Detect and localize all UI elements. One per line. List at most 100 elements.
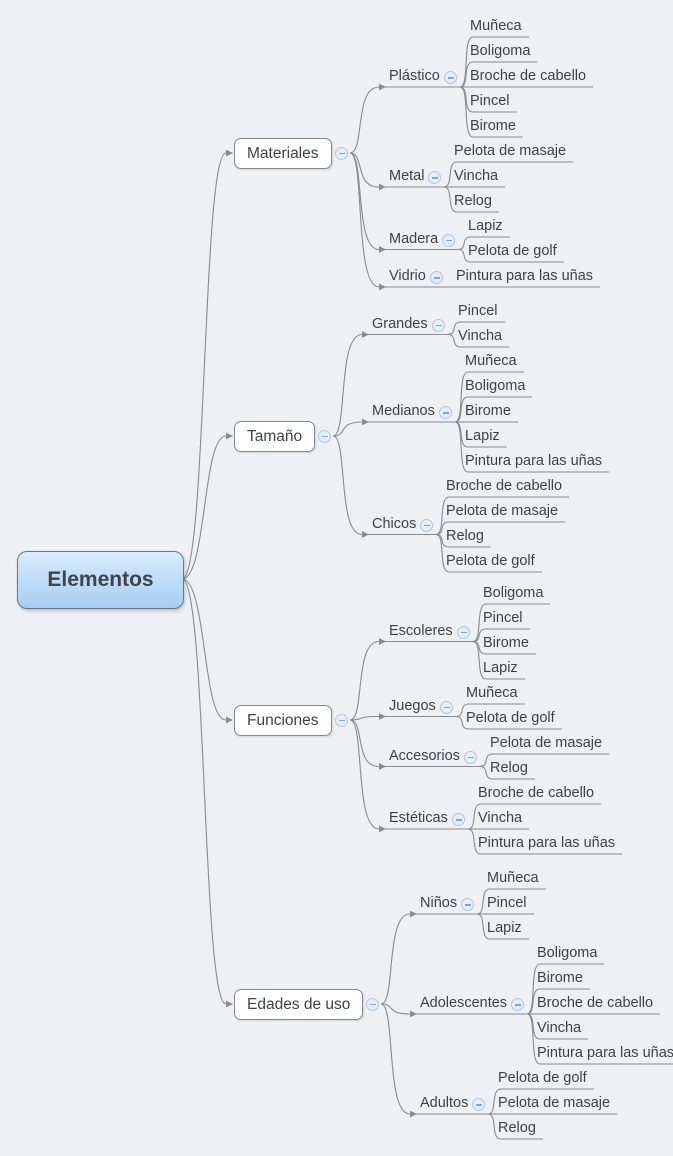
collapse-minus-icon[interactable]: [442, 233, 455, 247]
minus-glyph: [433, 277, 440, 279]
leaf-topic-pelota-de-masaje[interactable]: Pelota de masaje: [490, 735, 603, 751]
collapse-minus-icon[interactable]: [461, 898, 474, 911]
leaf-topic-broche-de-cabello[interactable]: Broche de cabello: [470, 68, 587, 84]
connector: [472, 640, 525, 680]
connector: [447, 321, 505, 336]
collapse-minus-icon[interactable]: [511, 998, 524, 1011]
connector: [349, 715, 380, 721]
subtopic-esteticas[interactable]: Estéticas: [389, 810, 448, 826]
connector: [526, 963, 604, 1015]
leaf-topic-birome[interactable]: Birome: [537, 970, 583, 986]
leaf-topic-pelota-de-golf[interactable]: Pelota de golf: [468, 243, 557, 259]
leaf-topic-broche-de-cabello[interactable]: Broche de cabello: [446, 478, 563, 494]
collapse-minus-icon[interactable]: [439, 406, 452, 419]
minus-glyph: [423, 524, 430, 526]
subtopic-adultos[interactable]: Adultos: [420, 1095, 469, 1111]
leaf-topic-muneca[interactable]: Muñeca: [466, 685, 518, 701]
leaf-topic-muneca[interactable]: Muñeca: [470, 18, 522, 34]
subtopic-chicos[interactable]: Chicos: [372, 515, 417, 532]
leaf-topic-birome[interactable]: Birome: [470, 118, 516, 134]
subtopic-accesorios[interactable]: Accesorios: [389, 747, 460, 764]
leaf-topic-boligoma[interactable]: Boligoma: [537, 945, 598, 961]
leaf-topic-pelota-de-golf[interactable]: Pelota de golf: [466, 710, 555, 726]
connector: [380, 913, 411, 1005]
leaf-topic-pincel[interactable]: Pincel: [487, 895, 527, 911]
leaf-topic-pelota-de-masaje[interactable]: Pelota de masaje: [498, 1095, 611, 1111]
subtopic-medianos[interactable]: Medianos: [372, 403, 435, 419]
minus-glyph: [447, 77, 454, 79]
leaf-topic-vincha[interactable]: Vincha: [454, 168, 499, 184]
leaf-topic-pintura-para-las-unas[interactable]: Pintura para las uñas: [478, 835, 616, 851]
leaf-topic-pintura-para-las-unas[interactable]: Pintura para las uñas: [456, 268, 594, 284]
connector: [454, 396, 532, 423]
subtopic-ninos[interactable]: Niños: [420, 895, 458, 911]
collapse-minus-icon[interactable]: [464, 750, 477, 764]
collapse-minus-icon[interactable]: [335, 146, 348, 160]
minus-glyph: [369, 1003, 376, 1005]
leaf-topic-muneca[interactable]: Muñeca: [487, 870, 539, 886]
root-topic-elementos[interactable]: Elementos: [17, 551, 184, 609]
leaf-topic-lapiz[interactable]: Lapiz: [468, 218, 503, 234]
leaf-topic-relog[interactable]: Relog: [498, 1120, 536, 1136]
leaf-topic-vincha[interactable]: Vincha: [458, 328, 503, 344]
connector: [332, 333, 363, 437]
connector: [454, 421, 609, 473]
leaf-topic-boligoma[interactable]: Boligoma: [465, 378, 526, 394]
connector: [435, 521, 565, 536]
leaf-topic-muneca[interactable]: Muñeca: [465, 353, 517, 369]
leaf-topic-relog[interactable]: Relog: [490, 760, 528, 776]
leaf-topic-lapiz[interactable]: Lapiz: [487, 920, 522, 936]
leaf-topic-lapiz[interactable]: Lapiz: [483, 660, 518, 676]
subtopic-plastico[interactable]: Plástico: [389, 68, 440, 84]
connector: [380, 1003, 411, 1115]
leaf-topic-boligoma[interactable]: Boligoma: [483, 585, 544, 601]
collapse-minus-icon[interactable]: [472, 1098, 485, 1111]
leaf-topic-pelota-de-masaje[interactable]: Pelota de masaje: [454, 143, 567, 159]
leaf-topic-vincha[interactable]: Vincha: [478, 810, 523, 826]
subtopic-grandes[interactable]: Grandes: [372, 315, 428, 332]
main-topic-funciones[interactable]: Funciones: [234, 704, 332, 736]
leaf-topic-boligoma[interactable]: Boligoma: [470, 43, 531, 59]
subtopic-vidrio[interactable]: Vidrio: [389, 268, 426, 284]
subtopic-escoleres[interactable]: Escoleres: [389, 622, 453, 639]
leaf-topic-broche-de-cabello[interactable]: Broche de cabello: [478, 785, 595, 801]
collapse-minus-icon[interactable]: [457, 625, 470, 639]
connector: [476, 913, 529, 940]
collapse-minus-icon[interactable]: [318, 429, 331, 443]
leaf-topic-relog[interactable]: Relog: [454, 193, 492, 209]
subtopic-madera[interactable]: Madera: [389, 230, 439, 247]
leaf-topic-lapiz[interactable]: Lapiz: [465, 428, 500, 444]
leaf-topic-pelota-de-masaje[interactable]: Pelota de masaje: [446, 503, 559, 519]
leaf-topic-birome[interactable]: Birome: [483, 635, 529, 651]
minus-glyph: [321, 435, 328, 437]
collapse-minus-icon[interactable]: [432, 318, 445, 332]
leaf-topic-broche-de-cabello[interactable]: Broche de cabello: [537, 995, 654, 1011]
connector: [455, 715, 562, 730]
collapse-minus-icon[interactable]: [440, 700, 453, 714]
collapse-minus-icon[interactable]: [430, 271, 443, 284]
collapse-minus-icon[interactable]: [335, 713, 348, 727]
leaf-topic-pintura-para-las-unas[interactable]: Pintura para las uñas: [465, 453, 603, 469]
connector: [447, 333, 509, 348]
leaf-topic-pelota-de-golf[interactable]: Pelota de golf: [446, 553, 535, 569]
main-topic-tamano[interactable]: Tamaño: [234, 420, 316, 452]
leaf-topic-relog[interactable]: Relog: [446, 528, 484, 544]
leaf-topic-pintura-para-las-unas[interactable]: Pintura para las uñas: [537, 1045, 673, 1061]
leaf-topic-birome[interactable]: Birome: [465, 403, 511, 419]
collapse-minus-icon[interactable]: [366, 997, 379, 1011]
connector: [435, 533, 542, 573]
collapse-minus-icon[interactable]: [428, 171, 441, 184]
collapse-minus-icon[interactable]: [452, 813, 465, 826]
leaf-topic-pincel[interactable]: Pincel: [458, 303, 498, 319]
leaf-topic-pincel[interactable]: Pincel: [483, 610, 523, 626]
main-topic-edades-de-uso[interactable]: Edades de uso: [234, 988, 364, 1020]
subtopic-metal[interactable]: Metal: [389, 168, 425, 184]
collapse-minus-icon[interactable]: [420, 518, 433, 532]
collapse-minus-icon[interactable]: [444, 71, 457, 84]
leaf-topic-vincha[interactable]: Vincha: [537, 1020, 582, 1036]
leaf-topic-pelota-de-golf[interactable]: Pelota de golf: [498, 1070, 587, 1086]
leaf-topic-pincel[interactable]: Pincel: [470, 93, 510, 109]
main-topic-materiales[interactable]: Materiales: [234, 137, 332, 169]
subtopic-juegos[interactable]: Juegos: [389, 697, 436, 714]
subtopic-adolescentes[interactable]: Adolescentes: [420, 995, 508, 1011]
